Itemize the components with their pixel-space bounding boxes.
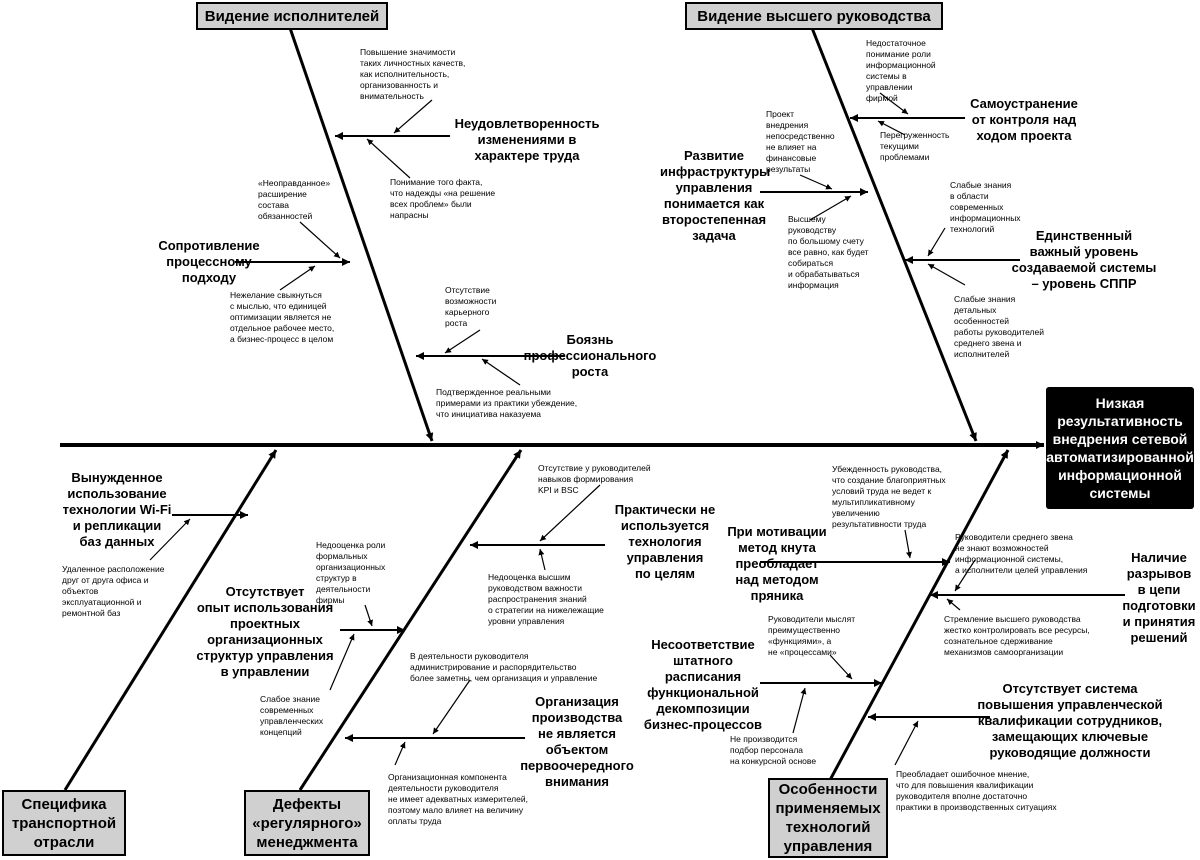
bone-executors xyxy=(288,27,434,442)
note-weak-modern: Слабые знания в области современных инфо… xyxy=(950,180,1021,234)
bone-technologies xyxy=(828,449,1010,781)
category-management: Видение высшего руководства xyxy=(685,2,943,30)
note-functions: Руководители мыслят преимущественно «фун… xyxy=(768,614,856,657)
category-technologies: Особенности применяемых технологий управ… xyxy=(768,778,888,858)
note-reluctance: Нежелание свыкнуться с мыслью, что едини… xyxy=(230,290,335,344)
bone-transport xyxy=(63,449,278,791)
note-selection: Не производится подбор персонала на конк… xyxy=(730,734,817,766)
cause-no-experience: Отсутствует опыт использования проектных… xyxy=(196,584,334,679)
note-misconception: Преобладает ошибочное мнение, что для по… xyxy=(896,769,1057,812)
note-middle: Руководители среднего звена не знают воз… xyxy=(955,532,1088,575)
cause-mismatch: Несоответствие штатного расписания функц… xyxy=(643,637,763,732)
bone-regular xyxy=(298,449,523,791)
note-overload: Перегруженность текущими проблемами xyxy=(880,130,950,162)
cause-infrastructure: Развитие инфраструктуры управления поним… xyxy=(660,148,771,243)
cause-gaps: Наличие разрывов в цепи подготовки и при… xyxy=(1122,550,1196,645)
note-component: Организационная компонента деятельности … xyxy=(388,772,528,826)
note-unjustified: «Неоправданное» расширение состава обяза… xyxy=(258,178,331,221)
note-project: Проект внедрения непосредственно не влия… xyxy=(766,109,835,174)
note-career: Отсутствие возможности карьерного роста xyxy=(445,285,497,328)
cause-dissatisfaction: Неудовлетворенность изменениями в характ… xyxy=(454,116,600,163)
cause-resistance: Сопротивление процессному подходу xyxy=(158,238,260,285)
note-underestimate-formal: Недооценка роли формальных организационн… xyxy=(316,540,386,605)
category-regular: Дефекты «регулярного» менеджмента xyxy=(244,790,370,856)
note-kpi: Отсутствие у руководителей навыков форми… xyxy=(538,463,651,495)
cause-wifi: Вынужденное использование технологии Wi-… xyxy=(62,470,172,549)
result-box: Низкая результативность внедрения сетево… xyxy=(1046,387,1194,509)
note-leaders: Высшему руководству по большому счету вс… xyxy=(788,214,869,290)
note-weak-concepts: Слабое знание современных управленческих… xyxy=(260,694,324,737)
note-striving: Стремление высшего руководства жестко ко… xyxy=(944,614,1090,657)
note-significance: Повышение значимости таких личностных ка… xyxy=(360,47,466,101)
cause-fear: Боязнь профессионального роста xyxy=(523,332,657,379)
note-underestimate-knowledge: Недооценка высшим руководством важности … xyxy=(488,572,604,626)
cause-organization: Организация производства не является объ… xyxy=(520,694,634,789)
note-remote: Удаленное расположение друг от друга офи… xyxy=(62,564,165,618)
cause-no-system: Отсутствует система повышения управленче… xyxy=(977,681,1163,760)
note-conviction: Убежденность руководства, что создание б… xyxy=(832,464,946,529)
bone-management xyxy=(810,27,978,442)
note-confirmed: Подтвержденное реальными примерами из пр… xyxy=(436,387,578,419)
note-insufficient: Недостаточное понимание роли информацион… xyxy=(866,38,936,103)
note-weak-detail: Слабые знания детальных особенностей раб… xyxy=(954,294,1044,359)
category-executors: Видение исполнителей xyxy=(196,2,388,30)
cause-self-removal: Самоустранение от контроля над ходом про… xyxy=(970,96,1078,143)
cause-single-level: Единственный важный уровень создаваемой … xyxy=(1011,228,1157,291)
note-hopes: Понимание того факта, что надежды «на ре… xyxy=(390,177,496,220)
category-transport: Специфика транспортной отрасли xyxy=(2,790,126,856)
cause-not-used: Практически не используется технология у… xyxy=(614,502,716,581)
cause-whip: При мотивации метод кнута преобладает на… xyxy=(727,524,827,603)
note-admin: В деятельности руководителя администриро… xyxy=(410,651,598,683)
